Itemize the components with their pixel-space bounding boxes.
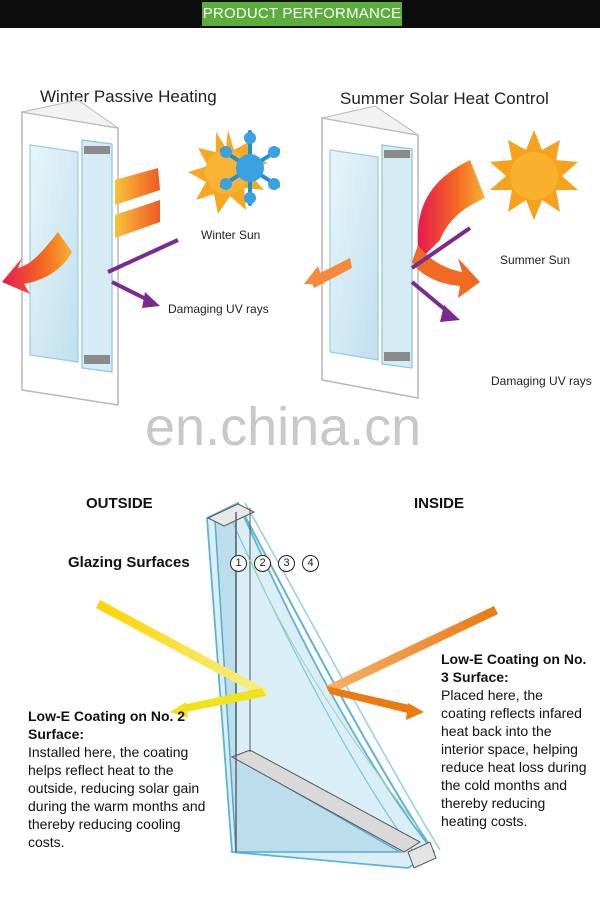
winter-uv-label: Damaging UV rays (168, 302, 269, 316)
left-note-body: Installed here, the coating helps reflec… (28, 744, 206, 850)
winter-sun-icon (188, 130, 280, 214)
surface-number-3: 3 (278, 555, 295, 572)
summer-title: Summer Solar Heat Control (340, 89, 549, 108)
summer-window (321, 105, 419, 399)
summer-uv-arrow (410, 226, 472, 322)
left-note: Low-E Coating on No. 2 Surface: Installe… (28, 707, 208, 851)
right-note: Low-E Coating on No. 3 Surface: Placed h… (441, 650, 591, 830)
winter-heat-arrows (2, 168, 160, 294)
summer-uv-label: Damaging UV rays (491, 374, 592, 388)
surface-number-4: 4 (302, 555, 319, 572)
summer-sun-label: Summer Sun (500, 253, 571, 267)
left-note-heading: Low-E Coating on No. 2 Surface: (28, 708, 186, 742)
right-note-heading: Low-E Coating on No. 3 Surface: (441, 651, 587, 685)
watermark: en.china.cn (145, 397, 422, 457)
inside-label: INSIDE (414, 495, 465, 512)
summer-sun-icon (490, 130, 578, 220)
winter-title: Winter Passive Heating (40, 87, 217, 106)
winter-uv-arrow (107, 238, 179, 308)
surface-number-1: 1 (230, 555, 247, 572)
winter-window (21, 99, 119, 406)
glazing-surfaces-label: Glazing Surfaces (68, 554, 190, 571)
surface-number-2: 2 (254, 555, 271, 572)
glazing-cross-section (206, 501, 441, 869)
yellow-ray-left (96, 600, 268, 718)
outside-label: OUTSIDE (86, 495, 153, 512)
orange-ray-right (326, 606, 498, 720)
banner-title: PRODUCT PERFORMANCE (202, 2, 402, 26)
right-note-body: Placed here, the coating reflects infare… (441, 687, 587, 829)
winter-sun-label: Winter Sun (201, 228, 261, 242)
